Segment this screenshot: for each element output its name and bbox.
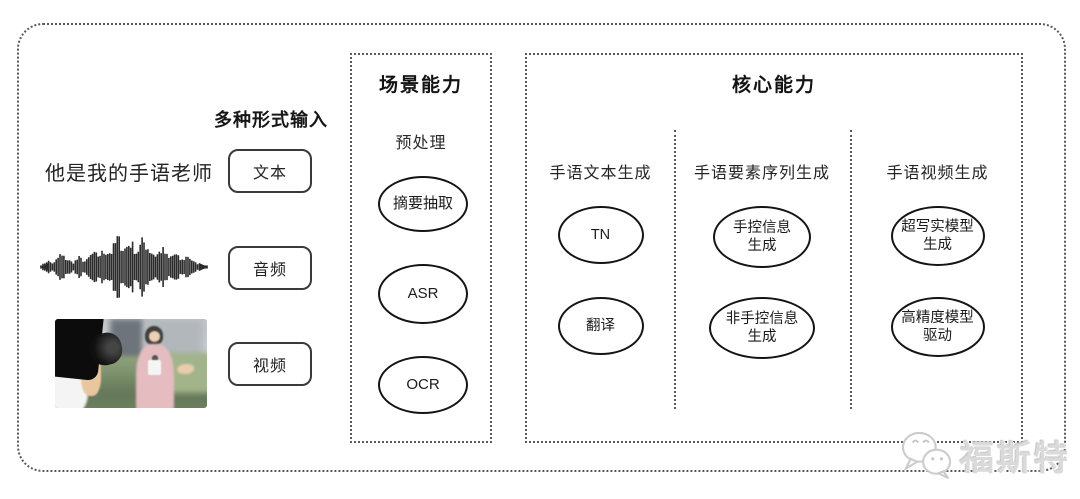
thumb-reporter-face [148, 331, 161, 342]
scene-capability-panel: 场景能力 预处理 摘要抽取 ASR OCR [350, 53, 492, 443]
thumb-mic-flag [147, 359, 162, 376]
column-sign-video-generation: 手语视频生成 超写实模型 生成 高精度模型 驱动 [850, 55, 1025, 441]
thumb-microphone [151, 355, 158, 362]
watermark-label: 福斯特 [960, 439, 1071, 478]
core-panel-title: 核心能力 [731, 75, 816, 96]
column-header: 手语文本生成 [549, 165, 652, 182]
wechat-chat-bubbles-icon [901, 431, 952, 480]
thumb-reporter-hand [176, 363, 195, 375]
input-section-title: 多种形式输入 [214, 110, 328, 130]
input-type-text: 文本 [228, 149, 312, 193]
input-type-video: 视频 [228, 342, 312, 386]
node-tn: TN [557, 206, 644, 264]
node-high-precision-model-drive: 高精度模型 驱动 [890, 297, 985, 357]
node-ocr: OCR [378, 356, 468, 414]
node-translation: 翻译 [557, 297, 644, 355]
node-summary-extraction: 摘要抽取 [378, 176, 468, 232]
column-divider [850, 130, 852, 409]
node-manual-info-generation: 手控信息 生成 [713, 206, 811, 268]
column-sign-element-sequence-generation: 手语要素序列生成 手控信息 生成 非手控信息 生成 [674, 55, 850, 441]
scene-panel-title: 场景能力 [378, 75, 463, 96]
node-non-manual-info-generation: 非手控信息 生成 [709, 297, 815, 359]
column-sign-text-generation: 手语文本生成 TN 翻译 [527, 55, 674, 441]
node-hyperreal-model-generation: 超写实模型 生成 [890, 206, 985, 266]
watermark: 福斯特 [898, 430, 1071, 480]
outer-dotted-border [17, 23, 1066, 472]
preprocess-label: 预处理 [395, 135, 447, 152]
column-header: 手语视频生成 [886, 165, 989, 182]
node-asr: ASR [378, 264, 468, 324]
video-thumbnail [55, 319, 207, 408]
column-divider [674, 130, 676, 409]
thumb-reporter-jacket [135, 343, 174, 408]
text-input-sample: 他是我的手语老师 [45, 163, 213, 185]
input-type-audio: 音频 [228, 246, 312, 290]
column-header: 手语要素序列生成 [693, 165, 830, 182]
audio-waveform-icon [40, 229, 208, 305]
core-capability-panel: 核心能力 手语文本生成 TN 翻译 手语要素序列生成 手控信息 生成 非手控信息… [525, 53, 1023, 443]
